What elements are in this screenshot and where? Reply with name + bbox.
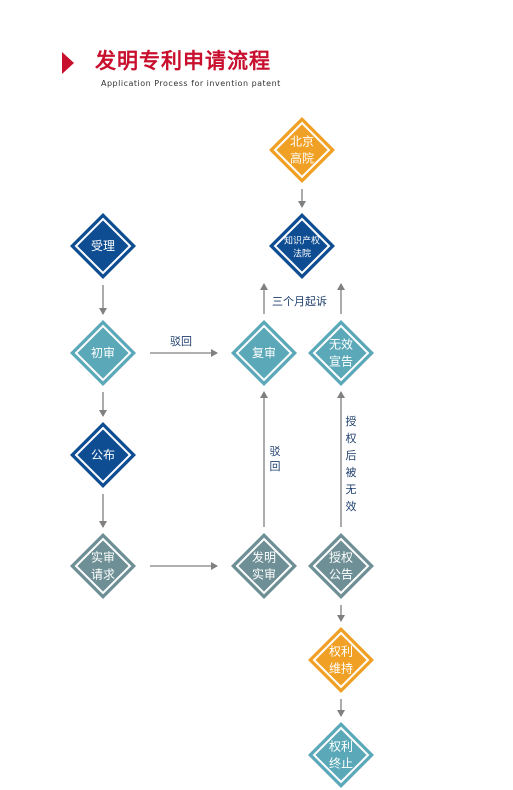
edge-label-invalid_after_grant-char: 被 — [346, 466, 357, 479]
node-terminate-label: 权利 — [329, 740, 353, 754]
node-publish-inner — [74, 426, 132, 484]
edge-label-reject_2-char: 回 — [270, 460, 281, 473]
node-review-label: 复审 — [252, 345, 276, 360]
node-invalid-inner — [312, 324, 370, 382]
node-grant-label: 公告 — [329, 568, 353, 582]
page-subtitle: Application Process for invention patent — [101, 79, 281, 88]
node-prelim-inner — [74, 324, 132, 382]
edge-label-reject_1: 驳回 — [170, 335, 192, 348]
node-invalid-label: 无效 — [329, 337, 353, 352]
node-exam-inner — [235, 537, 293, 595]
node-invalid-label: 宣告 — [329, 354, 353, 369]
edge-label-invalid_after_grant-char: 权 — [346, 432, 357, 445]
edge-label-invalid_after_grant-char: 无 — [346, 483, 357, 496]
node-maintain-label: 权利 — [329, 645, 353, 659]
node-ip-court-label: 法院 — [293, 248, 311, 260]
node-ip-court-inner — [273, 217, 331, 275]
node-terminate-label: 终止 — [329, 756, 353, 771]
node-prelim: 初审 — [70, 320, 136, 386]
node-maintain-inner — [312, 631, 370, 689]
node-review-inner — [235, 324, 293, 382]
header-triangle-icon — [62, 52, 74, 74]
node-beijing-label: 北京 — [290, 135, 314, 149]
node-beijing-label: 高院 — [290, 151, 314, 166]
edge-label-reject_2-char: 驳 — [270, 445, 281, 458]
node-accept-label: 受理 — [91, 239, 115, 253]
node-grant-label: 授权 — [329, 550, 353, 565]
edge-label-invalid_after_grant-char: 授 — [346, 414, 357, 428]
edge-label-invalid_after_grant-char: 后 — [346, 449, 357, 462]
edge-label-reject_2: 驳回 — [270, 445, 281, 473]
node-terminate-inner — [312, 726, 370, 784]
node-ip-court-label: 知识产权 — [284, 235, 320, 247]
node-exam-request-inner — [74, 537, 132, 595]
page-title: 发明专利申请流程 — [95, 49, 271, 73]
node-publish-label: 公布 — [91, 448, 115, 462]
flow-edges — [99, 189, 345, 717]
node-beijing-inner — [273, 121, 331, 179]
node-exam-request-label: 实审 — [91, 550, 115, 565]
node-exam-label: 实审 — [252, 567, 276, 582]
edge-label-three_months: 三个月起诉 — [272, 295, 327, 308]
node-maintain-label: 维持 — [329, 661, 353, 676]
node-exam-label: 发明 — [252, 550, 276, 565]
edge-label-invalid_after_grant-char: 效 — [346, 499, 357, 513]
node-accept: 受理 — [70, 213, 136, 279]
node-review: 复审 — [231, 320, 297, 386]
node-exam-request-label: 请求 — [91, 568, 115, 582]
node-prelim-label: 初审 — [91, 345, 115, 360]
node-accept-inner — [74, 217, 132, 275]
node-publish: 公布 — [70, 422, 136, 488]
flow-nodes: 北京高院知识产权法院受理初审复审无效宣告公布实审请求发明实审授权公告权利维持权利… — [70, 117, 374, 788]
node-grant-inner — [312, 537, 370, 595]
